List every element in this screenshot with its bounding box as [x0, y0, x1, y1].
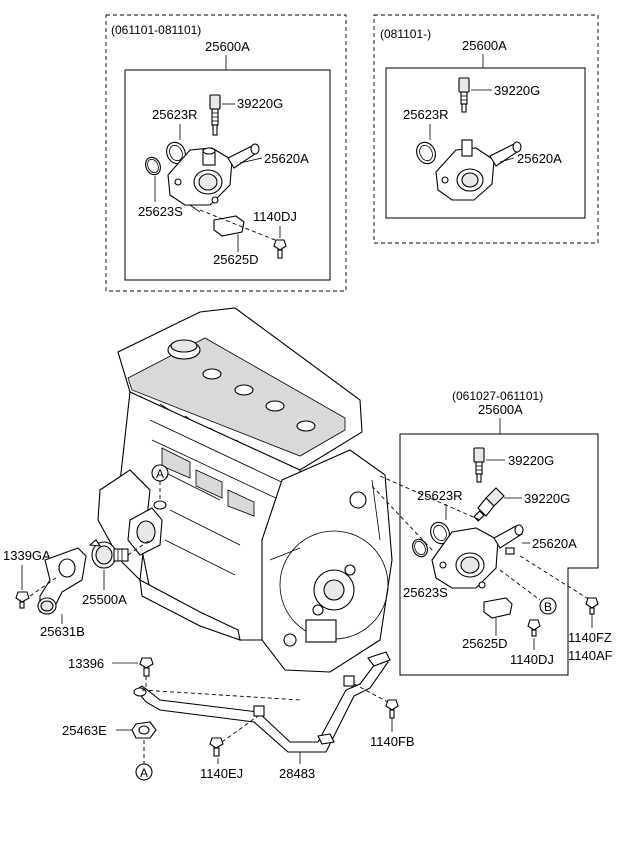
label-1140dj-tl: 1140DJ — [253, 209, 297, 224]
reference-marker-a — [135, 763, 153, 781]
group-middle-left: 1339GA 25631B 25500A — [3, 539, 151, 639]
label-25623s-r: 25623S — [403, 585, 448, 600]
thermostat-icon — [88, 539, 129, 569]
gasket-ring-icon — [416, 141, 436, 165]
label-1140fb: 1140FB — [370, 734, 415, 749]
label-25600a-tl: 25600A — [205, 39, 250, 54]
label-25600a-r: 25600A — [478, 402, 523, 417]
thermostat-housing-icon — [431, 524, 524, 589]
label-25620a-tl: 25620A — [264, 151, 309, 166]
bolt-icon — [273, 239, 287, 259]
temp-sensor-icon — [458, 77, 470, 113]
port-icon — [153, 500, 167, 510]
marker-b-right: B — [544, 600, 552, 614]
label-1140fz: 1140FZ — [568, 630, 612, 645]
label-13396: 13396 — [68, 656, 104, 671]
thermostat-housing-icon — [167, 143, 260, 206]
label-25623r-r: 25623R — [417, 488, 463, 503]
label-25625d-r: 25625D — [462, 636, 508, 651]
group-top-right: (081101-) 25600A 39220G 25623R 25620A — [373, 14, 599, 244]
label-39220g-r-b: 39220G — [524, 491, 570, 506]
top-left-assembly-box — [124, 69, 331, 281]
engine-block-icon — [97, 307, 393, 673]
bolt-icon — [585, 597, 599, 615]
group-bottom: 13396 28483 25463E A — [62, 651, 415, 781]
label-39220g-tr: 39220G — [494, 83, 540, 98]
o-ring-icon — [412, 538, 428, 558]
label-1140ej: 1140EJ — [200, 766, 243, 781]
label-25620a-tr: 25620A — [517, 151, 562, 166]
label-25623r-tl: 25623R — [152, 107, 198, 122]
bolt-icon — [15, 591, 30, 609]
gasket-icon — [131, 721, 157, 739]
right-assembly-box — [399, 433, 599, 676]
bolt-icon — [139, 657, 154, 677]
label-25600a-tr: 25600A — [462, 38, 507, 53]
bolt-icon — [385, 699, 399, 719]
coolant-pipe-icon — [133, 651, 391, 753]
label-1140af: 1140AF — [568, 648, 613, 663]
label-25623s-tl: 25623S — [138, 204, 183, 219]
top-left-date-range: (061101-081101) — [111, 23, 201, 37]
top-right-assembly-box — [385, 67, 586, 219]
label-25620a-r: 25620A — [532, 536, 577, 551]
label-25623r-tr: 25623R — [403, 107, 449, 122]
thermostat-housing-icon — [435, 139, 522, 201]
o-ring-icon — [145, 156, 161, 176]
group-top-left: (061101-081101) 25600A 39220G 25623R — [105, 14, 347, 292]
bracket-icon — [213, 215, 245, 237]
label-39220g-r-a: 39220G — [508, 453, 554, 468]
marker-a-engine: A — [156, 467, 164, 481]
right-date-range: (061027-061101) — [452, 389, 543, 403]
leader-line — [189, 204, 201, 213]
label-25463e: 25463E — [62, 723, 107, 738]
label-1339ga: 1339GA — [3, 548, 51, 563]
bolt-icon — [527, 619, 541, 637]
temp-sensor-icon — [473, 447, 485, 483]
group-right: (061027-061101) 25600A 39220G 39220G 256… — [371, 389, 613, 676]
label-1140dj-r: 1140DJ — [510, 652, 554, 667]
leader-line — [239, 157, 263, 164]
top-left-dashed-frame — [105, 14, 347, 292]
temp-sensor-angled-icon — [473, 487, 505, 522]
temp-sensor-icon — [209, 94, 221, 136]
label-25625d-tl: 25625D — [213, 252, 259, 267]
label-25631b: 25631B — [40, 624, 85, 639]
reference-marker-b — [539, 597, 557, 615]
inlet-fitting-icon — [37, 547, 87, 615]
bracket-icon — [483, 597, 513, 619]
top-right-date-range: (081101-) — [380, 27, 431, 41]
bolt-icon — [209, 737, 224, 757]
label-39220g-tl: 39220G — [237, 96, 283, 111]
top-right-dashed-frame — [373, 14, 599, 244]
marker-a-bottom: A — [140, 766, 148, 780]
label-28483: 28483 — [279, 766, 315, 781]
label-25500a: 25500A — [82, 592, 127, 607]
